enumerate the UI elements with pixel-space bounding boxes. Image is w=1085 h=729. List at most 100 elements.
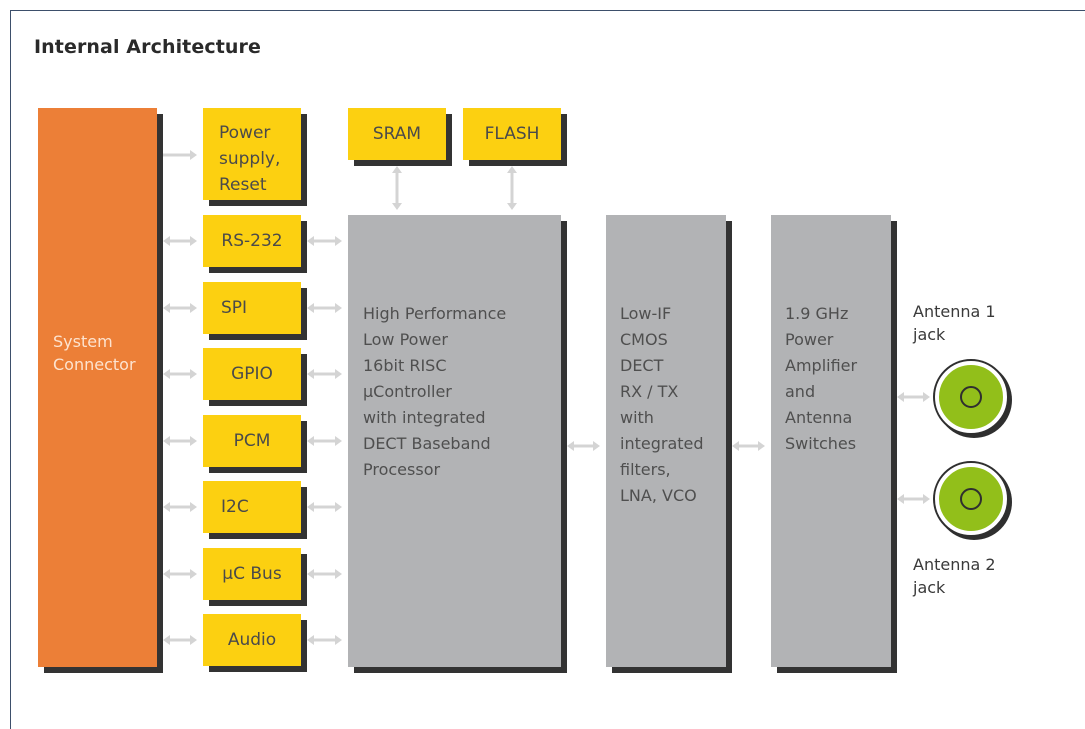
amplifier-label-line3: Amplifier	[785, 356, 858, 375]
pcm-label: PCM	[233, 431, 271, 451]
power-arrow-head-right	[190, 150, 197, 160]
rs232-controller-arrow-head-left	[307, 236, 314, 246]
audio-label: Audio	[227, 630, 277, 650]
transceiver-label-line2: CMOS	[620, 330, 668, 349]
spi-controller-arrow-head-right	[335, 303, 342, 313]
antenna1-jack-center	[960, 386, 982, 408]
spi-connector-arrow-head-right	[190, 303, 197, 313]
spi-controller-arrow-head-left	[307, 303, 314, 313]
antenna2-arrow-head-left	[897, 494, 904, 504]
controller-label-line5: with integrated	[363, 408, 486, 427]
controller-label-line3: 16bit RISC	[363, 356, 447, 375]
antenna1-jack	[935, 361, 1007, 433]
uc-bus-label: µC Bus	[222, 564, 282, 584]
system-connector-block: System Connector	[38, 108, 157, 667]
amplifier-label-line6: Switches	[785, 434, 857, 453]
gpio-connector-arrow-head-right	[190, 369, 197, 379]
antenna1-label-line1: Antenna 1	[913, 302, 996, 321]
transceiver-label-line7: filters,	[620, 460, 671, 479]
gpio-controller-arrow-head-left	[307, 369, 314, 379]
audio-controller-arrow-head-left	[307, 635, 314, 645]
amplifier-label-line2: Power	[785, 330, 834, 349]
power-supply-label-line2: supply,	[219, 149, 281, 169]
controller-label-line7: Processor	[363, 460, 441, 479]
gpio-connector-arrow-head-left	[163, 369, 170, 379]
uc-bus-controller-arrow-head-right	[335, 569, 342, 579]
antenna1-arrow-head-left	[897, 392, 904, 402]
i2c-controller-arrow-head-right	[335, 502, 342, 512]
i2c-connector-arrow-head-left	[163, 502, 170, 512]
transceiver-label-line3: DECT	[620, 356, 664, 375]
system-connector-label-line2: Connector	[53, 355, 136, 374]
diagram-frame	[10, 10, 1085, 729]
controller-label-line1: High Performance	[363, 304, 507, 323]
uc-bus-connector-arrow-head-left	[163, 569, 170, 579]
antenna2-jack-center	[960, 488, 982, 510]
gpio-block: GPIO	[203, 348, 301, 400]
power-supply-label-line3: Reset	[219, 175, 267, 195]
sram-block: SRAM	[348, 108, 446, 160]
spi-block: SPI	[203, 282, 301, 334]
pcm-block: PCM	[203, 415, 301, 467]
sram-arrow-head-up	[392, 166, 402, 173]
gpio-controller-arrow-head-right	[335, 369, 342, 379]
power-supply-block: Power supply, Reset	[203, 108, 301, 200]
transceiver-label-line6: integrated	[620, 434, 704, 453]
pcm-connector-arrow-head-right	[190, 436, 197, 446]
controller-label-line6: DECT Baseband	[363, 434, 491, 453]
transceiver-label-line1: Low-IF	[620, 304, 672, 323]
antenna1-label-line2: jack	[913, 325, 946, 344]
amplifier-label-line5: Antenna	[785, 408, 853, 427]
power-supply-label-line1: Power	[219, 123, 271, 143]
flash-label: FLASH	[484, 124, 540, 144]
flash-block: FLASH	[463, 108, 561, 160]
controller-label-line2: Low Power	[363, 330, 448, 349]
transceiver-label-line5: with	[620, 408, 654, 427]
flash-arrow-head-up	[507, 166, 517, 173]
pcm-controller-arrow-head-left	[307, 436, 314, 446]
uc-bus-controller-arrow-head-left	[307, 569, 314, 579]
transceiver-amplifier-arrow-head-right	[758, 441, 765, 451]
amplifier-label-line4: and	[785, 382, 816, 401]
antenna1-label: Antenna 1 jack	[913, 300, 996, 346]
antenna2-jack	[935, 463, 1007, 535]
audio-connector-arrow-head-left	[163, 635, 170, 645]
antenna1-arrow-head-right	[923, 392, 930, 402]
flash-arrow-head-down	[507, 203, 517, 210]
gpio-label: GPIO	[231, 364, 273, 384]
i2c-connector-arrow-head-right	[190, 502, 197, 512]
amplifier-block: 1.9 GHz Power Amplifier and Antenna Swit…	[771, 215, 891, 667]
antenna2-label-line1: Antenna 2	[913, 555, 996, 574]
audio-connector-arrow-head-right	[190, 635, 197, 645]
pcm-connector-arrow-head-left	[163, 436, 170, 446]
transceiver-label-line4: RX / TX	[620, 382, 679, 401]
rs232-controller-arrow-head-right	[335, 236, 342, 246]
i2c-block: I2C	[203, 481, 301, 533]
controller-block: High Performance Low Power 16bit RISC µC…	[348, 215, 561, 667]
sram-arrow-head-down	[392, 203, 402, 210]
uc-bus-block: µC Bus	[203, 548, 301, 600]
i2c-controller-arrow-head-left	[307, 502, 314, 512]
amplifier-label-line1: 1.9 GHz	[785, 304, 849, 323]
sram-label: SRAM	[372, 124, 422, 144]
diagram-title: Internal Architecture	[34, 36, 261, 58]
transceiver-label-line8: LNA, VCO	[620, 486, 697, 505]
audio-block: Audio	[203, 614, 301, 666]
controller-transceiver-arrow-head-right	[593, 441, 600, 451]
uc-bus-connector-arrow-head-right	[190, 569, 197, 579]
rs232-label: RS-232	[221, 231, 283, 251]
antenna2-arrow-head-right	[923, 494, 930, 504]
pcm-controller-arrow-head-right	[335, 436, 342, 446]
controller-label-line4: µController	[363, 382, 452, 401]
transceiver-block: Low-IF CMOS DECT RX / TX with integrated…	[606, 215, 726, 667]
controller-transceiver-arrow-head-left	[567, 441, 574, 451]
i2c-label: I2C	[221, 497, 249, 517]
rs232-connector-arrow-head-right	[190, 236, 197, 246]
antenna2-label-line2: jack	[913, 578, 946, 597]
rs232-block: RS-232	[203, 215, 301, 267]
spi-connector-arrow-head-left	[163, 303, 170, 313]
audio-controller-arrow-head-right	[335, 635, 342, 645]
transceiver-amplifier-arrow-head-left	[732, 441, 739, 451]
spi-label: SPI	[221, 298, 248, 318]
